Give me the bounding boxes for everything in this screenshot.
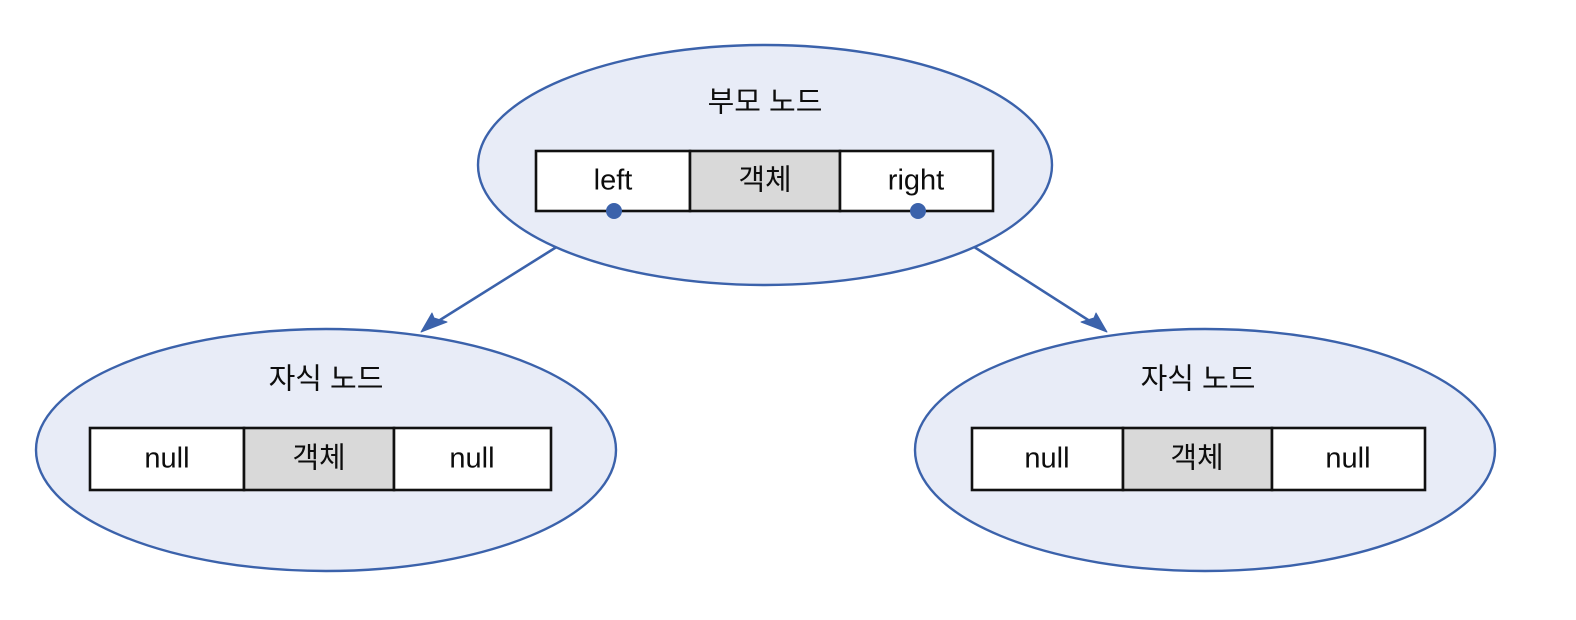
parent-cell-object-label: 객체 (738, 165, 791, 197)
parent-node-cells: left 객체 right (534, 149, 995, 213)
child-right-cell-left-box[interactable] (970, 426, 1125, 492)
parent-right-connector-dot[interactable] (910, 203, 926, 219)
parent-cell-object-box[interactable] (688, 149, 842, 213)
child-left-node-cells: null 객체 null (88, 426, 553, 492)
node-child-left[interactable]: 자식 노드 null 객체 null (34, 327, 618, 573)
parent-cell-left-label: left (594, 165, 633, 197)
child-right-cell-left-label: null (1024, 443, 1069, 475)
child-right-cell-right-label: null (1325, 443, 1370, 475)
child-left-cell-right-box[interactable] (392, 426, 553, 492)
child-left-node-label: 자식 노드 (269, 364, 384, 396)
left-edge-arrowhead (420, 312, 448, 333)
parent-left-connector-dot[interactable] (606, 203, 622, 219)
parent-node-label: 부모 노드 (708, 87, 823, 119)
right-edge-arrowhead (1080, 312, 1108, 333)
child-right-cell-object-box[interactable] (1121, 426, 1274, 492)
child-left-cell-right-label: null (449, 443, 494, 475)
child-left-cell-left-label: null (144, 443, 189, 475)
child-right-cell-object-label: 객체 (1170, 443, 1223, 475)
child-right-node-cells: null 객체 null (970, 426, 1427, 492)
child-left-cell-object-box[interactable] (242, 426, 396, 492)
parent-cell-right-label: right (888, 165, 944, 197)
node-parent[interactable]: 부모 노드 left 객체 right (476, 43, 1054, 287)
child-left-cell-object-label: 객체 (292, 443, 345, 475)
child-right-node-label: 자식 노드 (1141, 364, 1256, 396)
node-child-right[interactable]: 자식 노드 null 객체 null (913, 327, 1497, 573)
child-left-cell-left-box[interactable] (88, 426, 246, 492)
child-right-cell-right-box[interactable] (1270, 426, 1427, 492)
